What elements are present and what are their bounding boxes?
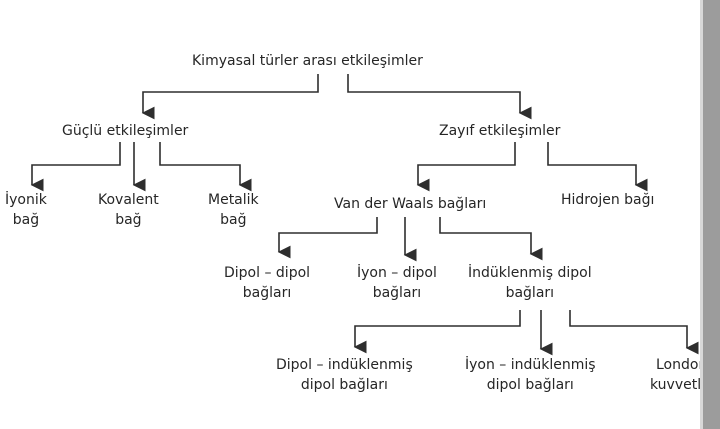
edge-vdw-dipole <box>277 217 378 259</box>
node-covalent: Kovalent bağ <box>98 190 159 230</box>
ion-induced-line1: İyon – indüklenmiş <box>465 357 596 373</box>
edge-induced-london <box>569 310 699 355</box>
dipole-induced-line1: Dipol – indüklenmiş <box>276 357 413 373</box>
edge-root-weak <box>347 74 532 120</box>
strong-label: Güçlü etkileşimler <box>62 123 189 139</box>
node-hydrogen: Hidrojen bağı <box>561 190 654 210</box>
edge-weak-hydrogen <box>547 142 648 192</box>
node-root: Kimyasal türler arası etkileşimler <box>192 51 423 71</box>
node-strong: Güçlü etkileşimler <box>62 121 188 141</box>
dipole-induced-line2: dipol bağları <box>300 377 388 393</box>
edge-root-strong <box>141 74 319 120</box>
page-edge-highlight <box>700 0 703 429</box>
ion-dipole-line1: İyon – dipol <box>357 265 437 281</box>
node-ionic: İyonik bağ <box>5 190 47 230</box>
covalent-label-line2: bağ <box>115 212 142 228</box>
edge-strong-ionic <box>30 142 121 192</box>
induced-dipole-line1: İndüklenmiş dipol <box>468 265 592 281</box>
node-ion-induced: İyon – indüklenmiş dipol bağları <box>465 355 596 395</box>
node-dipole-dipole: Dipol – dipol bağları <box>224 263 310 303</box>
metallic-label-line2: bağ <box>220 212 247 228</box>
covalent-label-line1: Kovalent <box>98 192 159 208</box>
node-induced-dipole: İndüklenmiş dipol bağları <box>468 263 592 303</box>
ion-dipole-line2: bağları <box>372 285 422 301</box>
node-metallic: Metalik bağ <box>208 190 259 230</box>
edge-weak-vdw <box>416 142 516 192</box>
hydrogen-label: Hidrojen bağı <box>561 192 655 208</box>
node-vdw: Van der Waals bağları <box>334 194 486 214</box>
node-dipole-induced: Dipol – indüklenmiş dipol bağları <box>276 355 413 395</box>
ionic-label-line2: bağ <box>12 212 40 228</box>
ion-induced-line2: dipol bağları <box>486 377 574 393</box>
node-london: London kuvvetle <box>650 355 700 395</box>
london-line2: kuvvetle <box>650 377 700 393</box>
vdw-label: Van der Waals bağları <box>334 196 487 212</box>
edge-strong-metallic <box>159 142 252 192</box>
dipole-dipole-line2: bağları <box>242 285 292 301</box>
page-edge-bar <box>700 0 720 429</box>
root-label: Kimyasal türler arası etkileşimler <box>192 53 423 69</box>
london-line1: London <box>656 357 700 373</box>
induced-dipole-line2: bağları <box>505 285 555 301</box>
edge-vdw-induced <box>439 217 543 261</box>
ionic-label-line1: İyonik <box>5 192 47 208</box>
node-weak: Zayıf etkileşimler <box>439 121 560 141</box>
edge-induced-dipole <box>353 310 521 354</box>
dipole-dipole-line1: Dipol – dipol <box>224 265 311 281</box>
weak-label: Zayıf etkileşimler <box>439 123 561 139</box>
metallic-label-line1: Metalik <box>208 192 259 208</box>
node-ion-dipole: İyon – dipol bağları <box>357 263 437 303</box>
